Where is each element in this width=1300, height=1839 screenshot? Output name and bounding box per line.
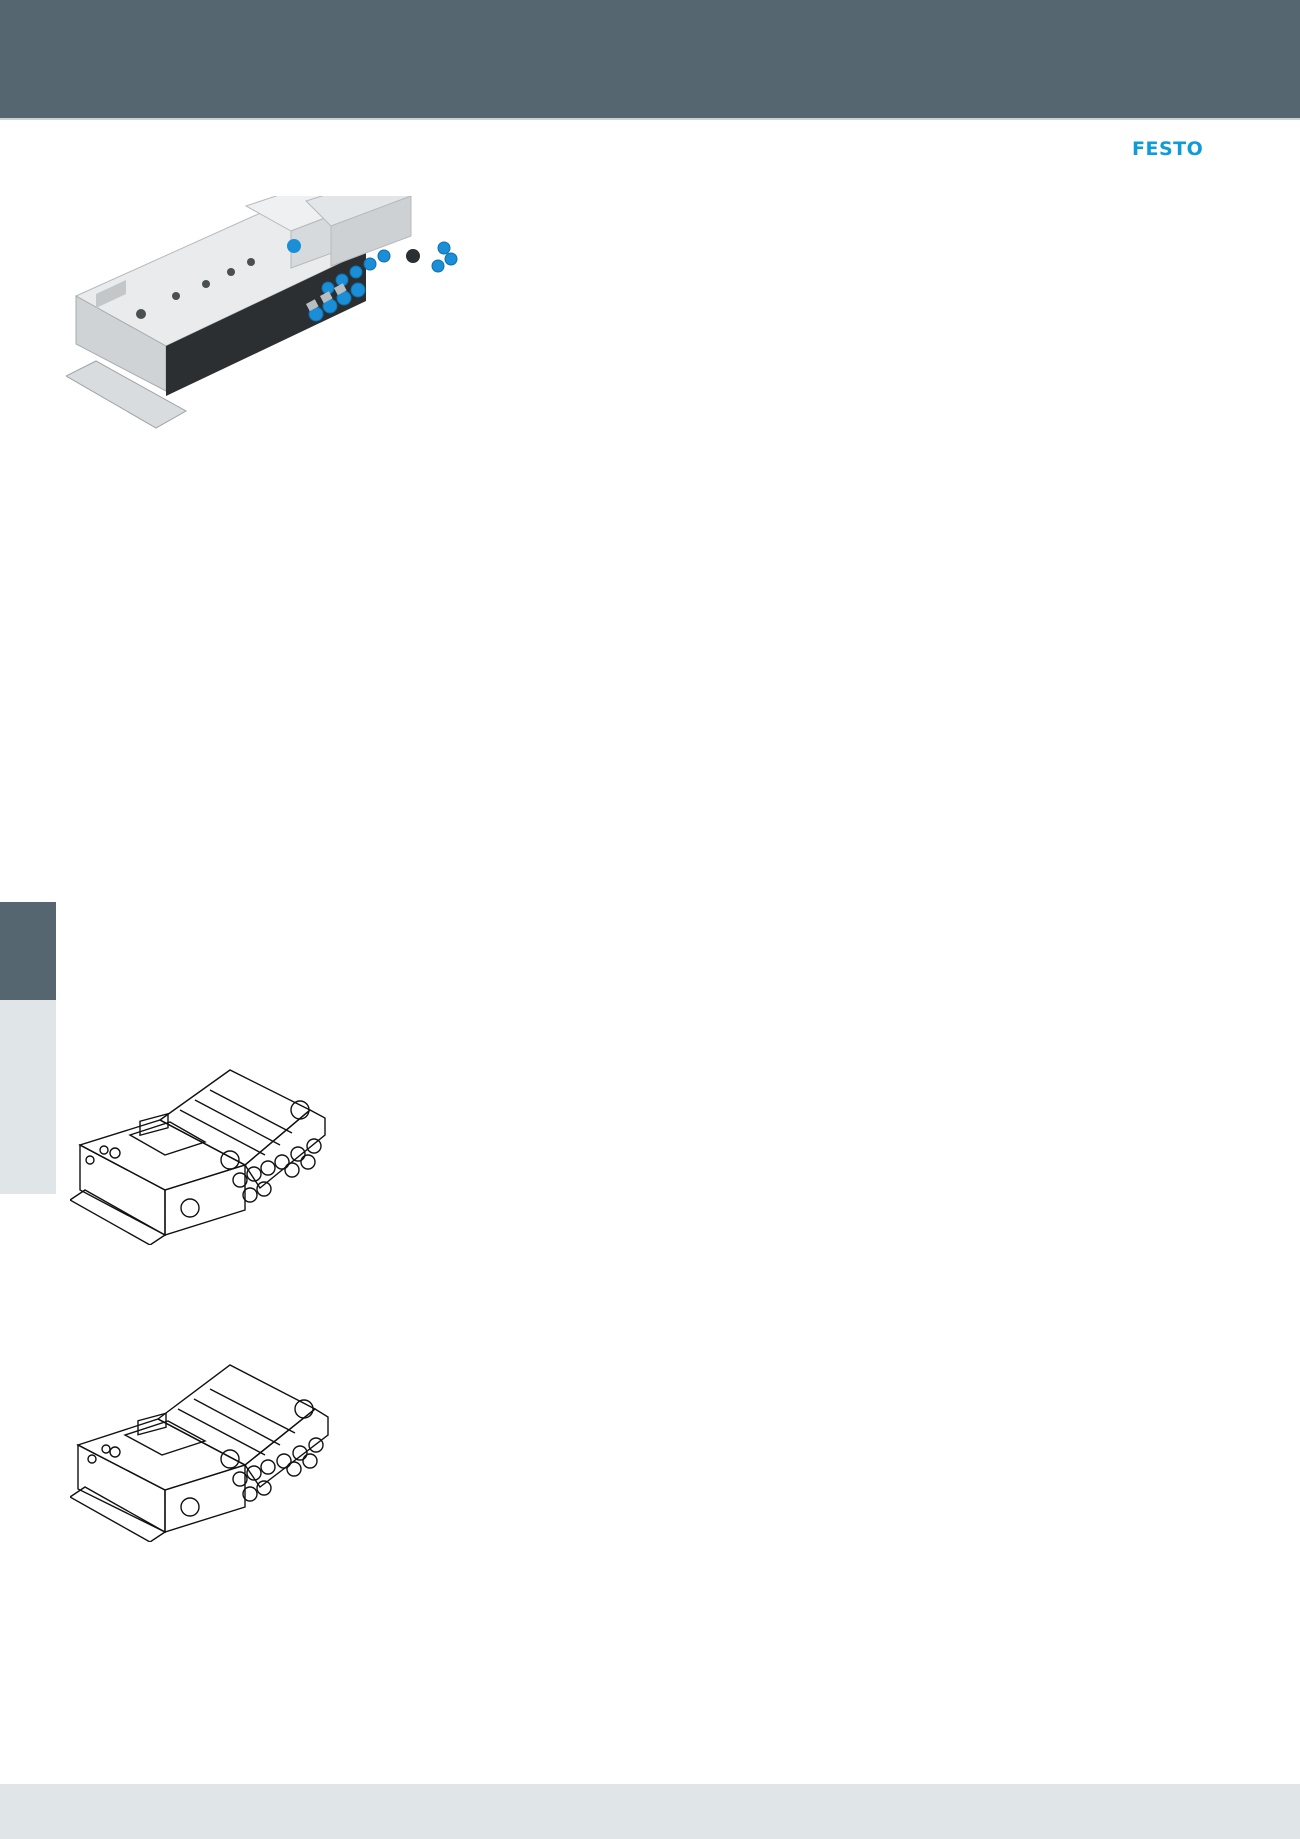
header-band xyxy=(0,0,1300,120)
side-tab-active xyxy=(0,902,56,1000)
valve-terminal-photo xyxy=(66,196,476,436)
footer-band xyxy=(0,1784,1300,1839)
side-tab-inactive xyxy=(0,1000,56,1194)
valve-terminal-drawing-1 xyxy=(70,1050,330,1245)
festo-logo: FESTO xyxy=(1132,138,1204,160)
valve-terminal-drawing-2 xyxy=(70,1347,332,1542)
